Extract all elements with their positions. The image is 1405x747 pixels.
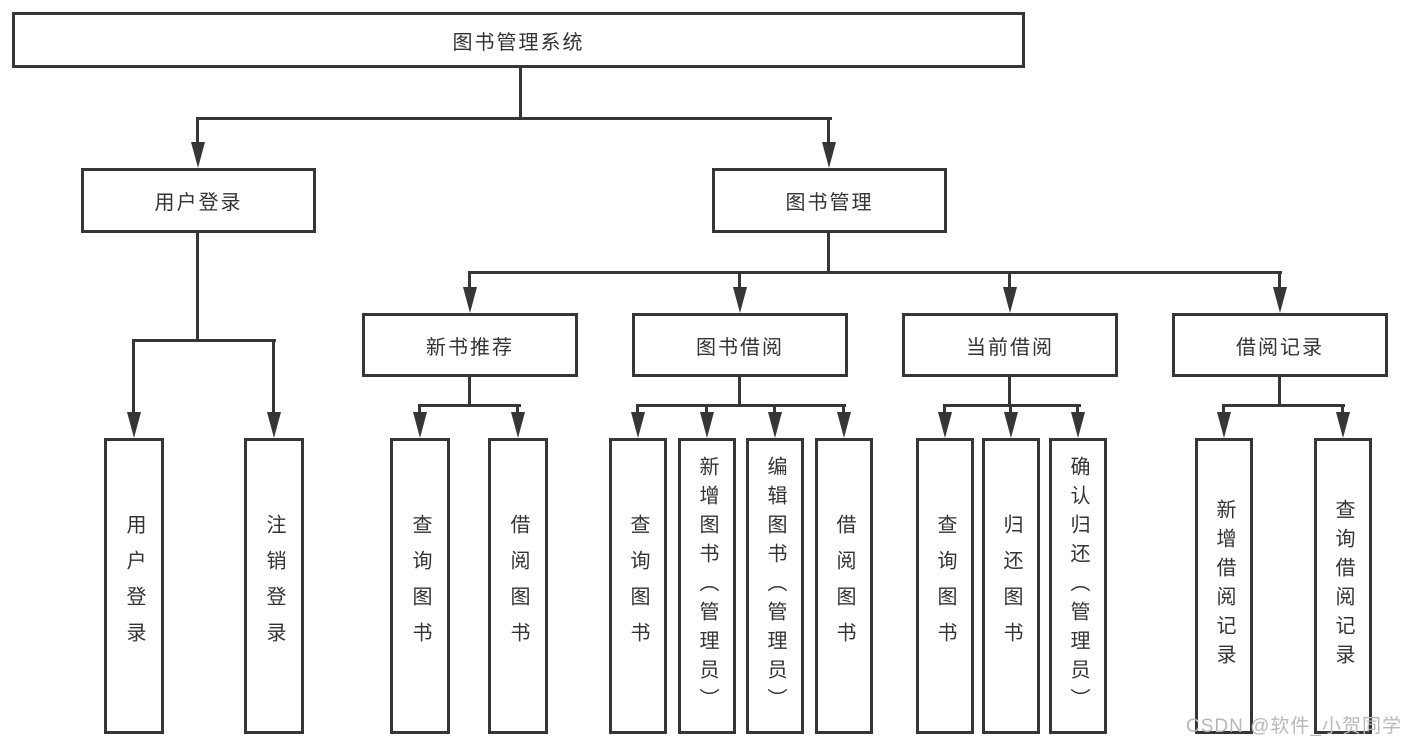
node-library-management-system: 图书管理系统 [12, 12, 1025, 68]
node-borrowing-records: 借阅记录 [1172, 313, 1388, 377]
arrowhead-down-icon [733, 287, 747, 313]
connector-line [827, 117, 830, 145]
connector-line [272, 339, 275, 415]
leaf-borrow-books: 借阅图书 [815, 438, 873, 734]
connector-line [468, 271, 1282, 274]
connector-line [1278, 271, 1281, 290]
connector-line [842, 404, 845, 415]
node-book-management: 图书管理 [712, 168, 947, 233]
connector-line [516, 404, 519, 415]
connector-line [773, 404, 776, 415]
arrowhead-down-icon [127, 412, 141, 438]
leaf-label: 注销登录 [263, 514, 285, 658]
arrowhead-down-icon [1004, 412, 1018, 438]
connector-line [943, 404, 946, 415]
leaf-label: 编辑图书（管理员） [764, 455, 786, 717]
arrowhead-down-icon [1003, 287, 1017, 313]
leaf-label: 查询图书 [934, 514, 956, 658]
leaf-add-borrow-record: 新增借阅记录 [1195, 438, 1253, 734]
connector-line [1222, 404, 1225, 415]
node-label: 当前借阅 [966, 336, 1054, 359]
connector-line [827, 233, 830, 274]
connector-line [418, 404, 521, 407]
connector-line [196, 233, 199, 342]
connector-line [1222, 404, 1345, 407]
leaf-borrow-books: 借阅图书 [488, 438, 548, 734]
node-label: 新书推荐 [426, 336, 514, 359]
arrowhead-down-icon [1217, 412, 1231, 438]
arrowhead-down-icon [1336, 412, 1350, 438]
leaf-add-books-admin: 新增图书（管理员） [678, 438, 736, 734]
connector-line [196, 117, 832, 120]
leaf-label: 新增图书（管理员） [696, 455, 718, 717]
node-book-borrowing: 图书借阅 [632, 313, 848, 377]
connector-line [636, 404, 846, 407]
arrowhead-down-icon [938, 412, 952, 438]
arrowhead-down-icon [191, 142, 205, 168]
leaf-label: 查询图书 [409, 514, 431, 658]
connector-line [1009, 404, 1012, 415]
leaf-logout-login: 注销登录 [244, 438, 304, 734]
arrowhead-down-icon [822, 142, 836, 168]
connector-line [132, 339, 276, 342]
leaf-label: 用户登录 [123, 514, 145, 658]
arrowhead-down-icon [267, 412, 281, 438]
leaf-query-books: 查询图书 [609, 438, 667, 734]
leaf-label: 查询借阅记录 [1332, 499, 1354, 673]
arrowhead-down-icon [463, 287, 477, 313]
leaf-query-borrow-record: 查询借阅记录 [1314, 438, 1372, 734]
node-new-book-recommendation: 新书推荐 [362, 313, 578, 377]
connector-line [1076, 404, 1079, 415]
leaf-label: 借阅图书 [507, 514, 529, 658]
connector-line [468, 271, 471, 290]
leaf-user-login: 用户登录 [104, 438, 164, 734]
connector-line [519, 68, 522, 118]
connector-line [196, 117, 199, 145]
arrowhead-down-icon [1071, 412, 1085, 438]
leaf-query-books: 查询图书 [390, 438, 450, 734]
arrowhead-down-icon [413, 412, 427, 438]
connector-line [705, 404, 708, 415]
leaf-label: 确认归还（管理员） [1067, 455, 1089, 717]
connector-line [132, 339, 135, 415]
arrowhead-down-icon [700, 412, 714, 438]
connector-line [1008, 377, 1011, 407]
arrowhead-down-icon [511, 412, 525, 438]
leaf-label: 借阅图书 [833, 514, 855, 658]
leaf-label: 新增借阅记录 [1213, 499, 1235, 673]
watermark: CSDN @软件_小贺同学 [1186, 716, 1402, 737]
arrowhead-down-icon [1273, 287, 1287, 313]
connector-line [1008, 271, 1011, 290]
arrowhead-down-icon [768, 412, 782, 438]
leaf-label: 查询图书 [627, 514, 649, 658]
leaf-query-books: 查询图书 [916, 438, 974, 734]
node-current-borrowing: 当前借阅 [902, 313, 1118, 377]
leaf-return-books: 归还图书 [982, 438, 1040, 734]
node-label: 图书管理 [785, 192, 874, 214]
connector-line [418, 404, 421, 415]
arrowhead-down-icon [837, 412, 851, 438]
connector-line [738, 377, 741, 407]
connector-line [738, 271, 741, 290]
connector-line [943, 404, 1081, 407]
connector-line [636, 404, 639, 415]
leaf-confirm-return-admin: 确认归还（管理员） [1049, 438, 1107, 734]
leaf-edit-books-admin: 编辑图书（管理员） [746, 438, 804, 734]
node-label: 用户登录 [154, 192, 243, 214]
connector-line [1278, 377, 1281, 407]
connector-line [1341, 404, 1344, 415]
node-label: 图书借阅 [696, 336, 784, 359]
node-label: 图书管理系统 [452, 31, 585, 54]
connector-line [468, 377, 471, 407]
node-user-login: 用户登录 [81, 168, 316, 233]
arrowhead-down-icon [631, 412, 645, 438]
node-label: 借阅记录 [1236, 336, 1324, 359]
leaf-label: 归还图书 [1000, 514, 1022, 658]
